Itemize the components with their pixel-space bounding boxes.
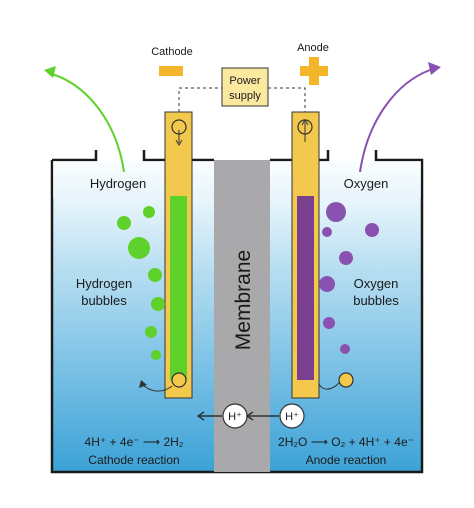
anode-reaction-label: Anode reaction [306, 453, 387, 467]
cathode-reaction-label: Cathode reaction [88, 453, 179, 467]
power-supply-label-line2: supply [229, 90, 261, 102]
hydrogen-bubbles-label-line2: bubbles [81, 293, 127, 308]
power-wiring [178, 87, 306, 112]
proton-icon-right [279, 403, 305, 429]
power-supply-label-line1: Power [229, 75, 261, 87]
power-supply-box: Power supply [221, 67, 269, 107]
anode-electrode [291, 111, 354, 399]
water-molecule-icon [338, 372, 354, 388]
oxygen-label: Oxygen [344, 176, 389, 191]
hydrogen-release-arrow [139, 380, 173, 392]
minus-icon [159, 66, 183, 76]
anode-label: Anode [297, 42, 329, 54]
anode-equation: 2H₂O ⟶ O₂ + 4H⁺ + 4e⁻ [278, 435, 414, 449]
membrane-label: Membrane [232, 250, 255, 350]
oxygen-bubbles [319, 202, 379, 354]
cathode-label: Cathode [151, 46, 193, 58]
oxygen-bubbles-label-line2: bubbles [353, 293, 399, 308]
hydrogen-outflow-arrow [44, 66, 125, 173]
oxygen-outflow-arrow [359, 62, 441, 173]
proton-transport: H⁺ H⁺ [196, 403, 305, 429]
hydrogen-bubbles [117, 206, 165, 360]
cathode-polarity: Cathode [151, 46, 193, 76]
hydrogen-label: Hydrogen [90, 176, 146, 191]
anode-polarity: Anode [297, 42, 329, 85]
cathode-electrode [164, 111, 193, 399]
proton-label-right: H⁺ [285, 411, 299, 423]
hydrogen-molecule-icon [171, 372, 187, 388]
hydrogen-bubbles-label-line1: Hydrogen [76, 276, 132, 291]
oxygen-bubbles-label-line1: Oxygen [354, 276, 399, 291]
proton-label-left: H⁺ [228, 411, 242, 423]
cathode-equation: 4H⁺ + 4e⁻ ⟶ 2H₂ [85, 435, 184, 449]
plus-icon [300, 57, 328, 85]
